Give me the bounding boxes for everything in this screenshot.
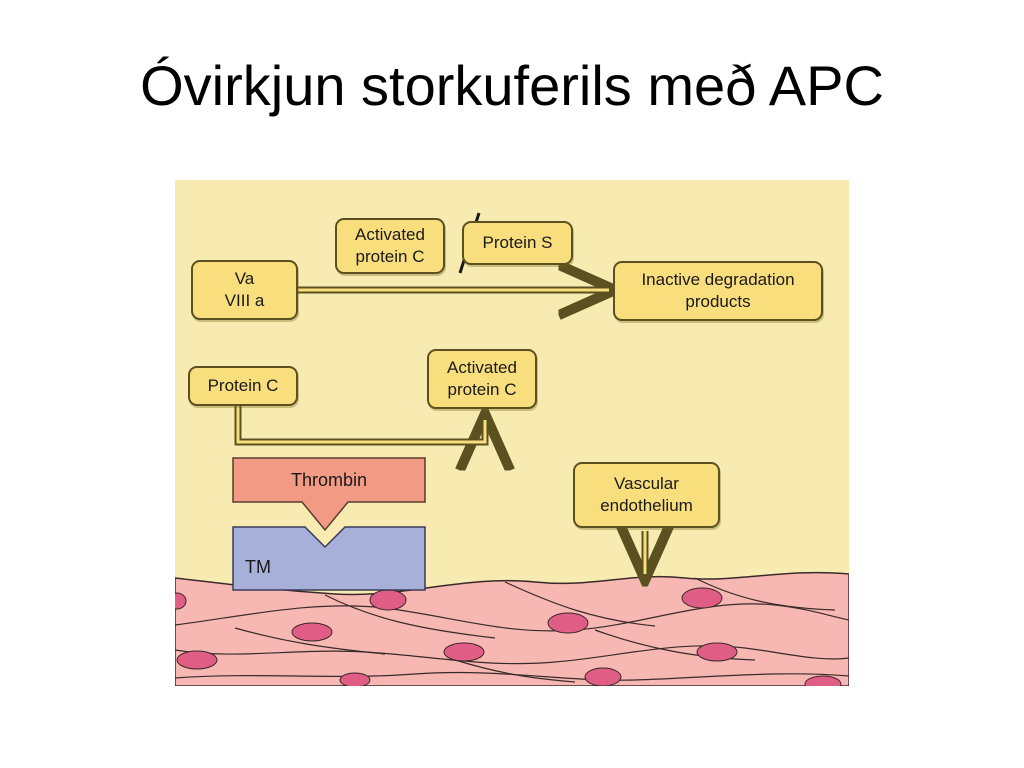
cell-nucleus [547, 612, 589, 634]
cell-boundary [594, 629, 756, 661]
cell-nucleus [443, 642, 485, 662]
arrow-activation [234, 403, 485, 442]
cell-nucleus [339, 672, 371, 686]
tm-shape [232, 526, 426, 591]
thrombin-shape [232, 457, 426, 532]
endothelium-layer [175, 571, 849, 686]
cell-nucleus [681, 587, 723, 609]
tm-label: TM [245, 556, 271, 577]
coagulation-diagram: Activated protein C Protein S Va VIII a … [175, 180, 849, 686]
cell-nucleus [291, 622, 333, 642]
slide-title: Óvirkjun storkuferils með APC [140, 54, 884, 117]
activated-protein-c-box-mid: Activated protein C [427, 349, 537, 409]
protein-c-box: Protein C [188, 366, 298, 406]
vascular-endothelium-box: Vascular endothelium [573, 462, 720, 528]
cell-nucleus [804, 675, 842, 686]
cell-boundary [175, 645, 849, 665]
cell-boundary [454, 659, 576, 683]
cell-nucleus [584, 667, 622, 686]
inactive-products-box: Inactive degradation products [613, 261, 823, 321]
cell-boundary [324, 594, 496, 639]
cell-nucleus [176, 650, 218, 670]
activated-protein-c-box-top: Activated protein C [335, 218, 445, 274]
cell-boundary [234, 627, 386, 655]
thrombin-label: Thrombin [290, 469, 368, 490]
cell-boundary [175, 671, 849, 681]
cell-nucleus [175, 592, 187, 610]
cell-boundary [175, 603, 849, 632]
cell-nucleus [369, 589, 407, 611]
va-viiia-box: Va VIII a [191, 260, 298, 320]
protein-s-box: Protein S [462, 221, 573, 265]
cell-boundary [504, 581, 656, 627]
cell-boundary [694, 577, 836, 611]
cell-nucleus [696, 642, 738, 662]
